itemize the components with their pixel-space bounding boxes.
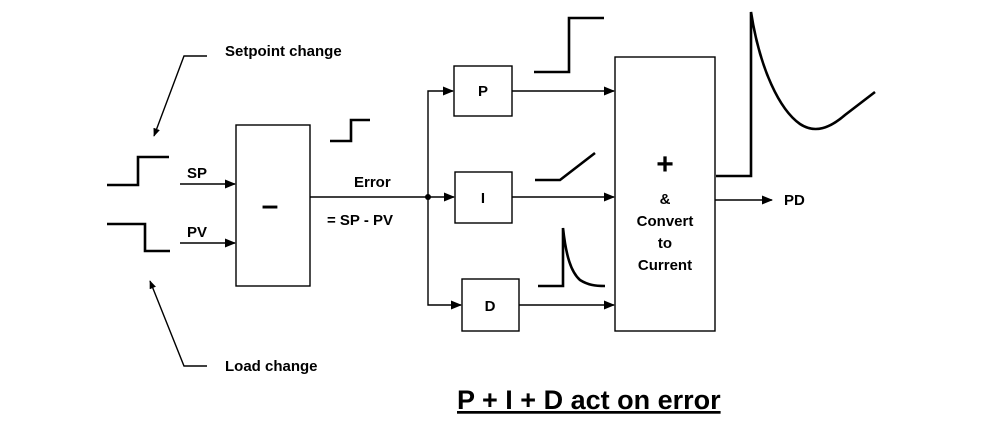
d-response-waveform — [538, 227, 606, 288]
sum-symbol: + — [656, 148, 674, 181]
setpoint-change-pointer — [153, 55, 207, 137]
error-step-waveform — [330, 118, 370, 143]
sp-step-waveform — [107, 155, 169, 187]
subtract-symbol: – — [262, 189, 279, 222]
p-block — [453, 65, 513, 117]
p-label: P — [478, 83, 488, 100]
load-change-pointer — [149, 280, 207, 367]
branch-to-d — [427, 197, 463, 310]
d-label: D — [485, 298, 496, 315]
sum-line-amp: & — [660, 191, 671, 208]
pv-step-waveform — [107, 222, 170, 253]
sum-line-convert: Convert — [637, 213, 694, 230]
pid-response-waveform — [716, 11, 876, 178]
sum-line-current: Current — [638, 257, 692, 274]
i-response-waveform — [535, 151, 596, 182]
load-change-label: Load change — [225, 358, 318, 375]
output-label: PD — [784, 192, 805, 209]
subtract-block — [235, 124, 311, 287]
pv-label: PV — [187, 224, 207, 241]
setpoint-change-label: Setpoint change — [225, 43, 342, 60]
sum-line-to: to — [658, 235, 672, 252]
sp-label: SP — [187, 165, 207, 182]
i-label: I — [481, 190, 485, 207]
error-label: Error — [354, 174, 391, 191]
i-block — [454, 171, 513, 224]
sum-convert-block — [614, 56, 716, 332]
error-equation: = SP - PV — [327, 212, 393, 229]
branch-to-p — [427, 86, 455, 197]
p-response-waveform — [534, 16, 604, 74]
diagram-title: P + I + D act on error — [457, 385, 721, 415]
